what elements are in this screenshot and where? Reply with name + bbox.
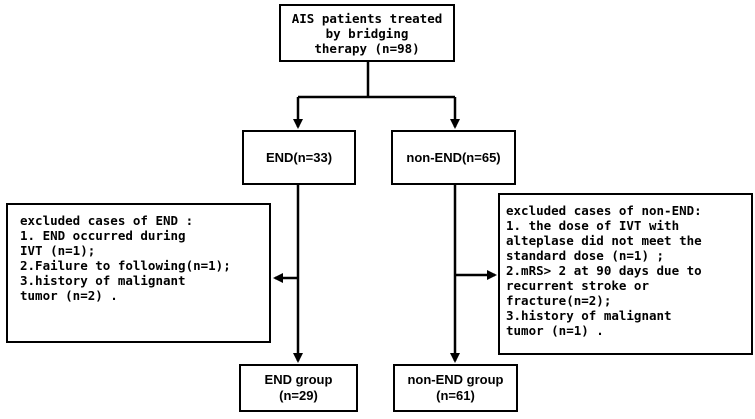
excluded-nonend-line-3: alteplase did not meet the	[506, 233, 702, 248]
nonend-group-count: (n=61)	[436, 388, 475, 403]
nonend-group-title: non-END group	[407, 372, 504, 387]
excluded-end-box: excluded cases of END : 1. END occurred …	[6, 203, 271, 343]
excluded-nonend-line-7: fracture(n=2);	[506, 293, 612, 308]
end-box: END(n=33)	[242, 130, 356, 185]
excluded-end-line-4: 2.Failure to following(n=1);	[20, 258, 231, 273]
excluded-end-line-5: 3.history of malignant	[20, 273, 186, 288]
excluded-nonend-line-5: 2.mRS> 2 at 90 days due to	[506, 263, 702, 278]
end-box-label: END(n=33)	[265, 149, 333, 165]
excluded-nonend-line-6: recurrent stroke or	[506, 278, 649, 293]
end-group-title: END group	[264, 372, 333, 387]
end-group-count: (n=29)	[279, 388, 318, 403]
total-patients-line-1: AIS patients treated	[291, 10, 443, 26]
excluded-end-line-1: excluded cases of END :	[20, 213, 194, 228]
excluded-nonend-line-9: tumor (n=1) .	[506, 323, 604, 338]
nonend-group-box: non-END group (n=61)	[393, 364, 518, 412]
excluded-end-line-3: IVT (n=1);	[20, 243, 96, 258]
total-patients-line-2: by bridging	[325, 25, 409, 41]
excluded-nonend-line-1: excluded cases of non-END:	[506, 203, 702, 218]
excluded-end-line-2: 1. END occurred during	[20, 228, 186, 243]
excluded-nonend-box: excluded cases of non-END: 1. the dose o…	[498, 193, 753, 355]
end-group-box: END group (n=29)	[239, 364, 358, 412]
nonend-box-label: non-END(n=65)	[406, 149, 501, 165]
excluded-nonend-line-4: standard dose (n=1) ;	[506, 248, 665, 263]
excluded-end-line-6: tumor (n=2) .	[20, 288, 118, 303]
total-patients-box: AIS patients treated by bridging therapy…	[279, 4, 455, 62]
excluded-nonend-line-2: 1. the dose of IVT with	[506, 218, 680, 233]
excluded-nonend-line-8: 3.history of malignant	[506, 308, 672, 323]
total-patients-line-3: therapy (n=98)	[314, 40, 420, 56]
nonend-box: non-END(n=65)	[391, 130, 516, 185]
